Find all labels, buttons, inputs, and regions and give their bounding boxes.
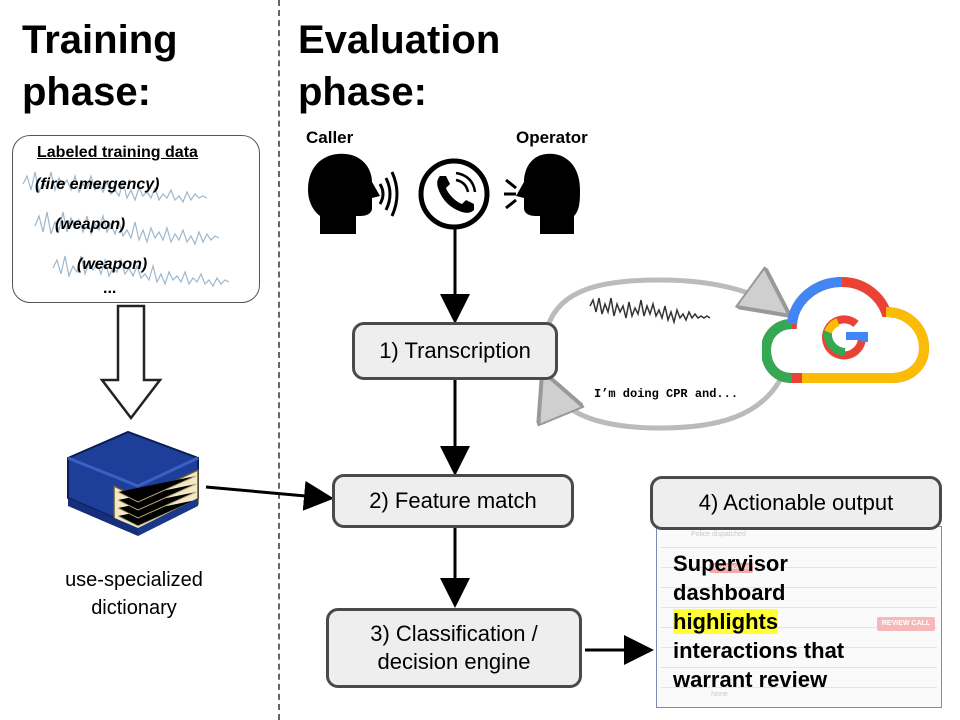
dictionary-label-line1: use-specialized [65, 569, 203, 591]
labeled-training-data-box: Labeled training data (fire emergency) (… [12, 135, 260, 303]
dashboard-caption-highlight: highlights [673, 609, 779, 634]
evaluation-heading-line2: phase: [298, 70, 427, 114]
dashboard-row-status: None [711, 691, 728, 698]
google-cloud-icon [762, 276, 930, 383]
actionable-output-step-label: 4) Actionable output [698, 490, 894, 515]
actionable-output-step: 4) Actionable output [650, 476, 942, 530]
training-ellipsis: ... [103, 280, 117, 297]
waveform-2 [34, 211, 220, 246]
dashboard-row [661, 551, 937, 568]
classification-step-label-line1: 3) Classification / [370, 621, 538, 646]
dashboard-caption-line2: dashboard [673, 580, 786, 605]
cloud-to-transcript-arrow [546, 380, 783, 431]
book-icon [67, 430, 199, 536]
phase-divider [278, 0, 280, 720]
training-to-dictionary-arrow [99, 304, 163, 421]
dictionary-label: use-specialized dictionary [34, 566, 234, 622]
training-heading-line1: Training [22, 18, 178, 62]
supervisor-dashboard-screenshot: Police dispatched None Ambulance sent RE… [656, 526, 942, 708]
audio-waveforms [22, 171, 230, 288]
training-phase-heading: Training phase: [22, 14, 178, 118]
waveform-3 [52, 255, 230, 288]
dashboard-caption: Supervisor dashboard highlights interact… [673, 549, 844, 694]
dictionary-label-line2: dictionary [91, 597, 177, 619]
caller-label: Caller [306, 128, 354, 147]
audio-to-cloud-arrow [545, 280, 782, 327]
dashboard-row [661, 571, 937, 588]
dictionary-to-feature-arrow [205, 480, 334, 511]
dashboard-caption-line1: Supervisor [673, 551, 788, 576]
dashboard-row [661, 611, 937, 628]
transcription-step-label: 1) Transcription [379, 338, 531, 363]
waveform-1 [22, 171, 208, 204]
dashboard-row [661, 671, 937, 688]
operator-speaking-icon [504, 153, 580, 234]
ambulance-sent-tag: Ambulance sent [709, 563, 753, 573]
phone-icon [418, 158, 490, 230]
dashboard-caption-line4: interactions that [673, 638, 845, 663]
training-label-weapon-1: (weapon) [55, 216, 126, 233]
dashboard-row: Police dispatched [661, 531, 937, 548]
dashboard-row: None [661, 691, 937, 707]
audio-waveform [589, 297, 711, 325]
training-label-fire: (fire emergency) [35, 176, 160, 193]
dashboard-row [661, 591, 937, 608]
dashboard-row-status: Police dispatched [691, 531, 746, 538]
evaluation-phase-heading: Evaluation phase: [298, 14, 500, 118]
feature-match-step-label: 2) Feature match [369, 488, 537, 513]
dashboard-caption-line5: warrant review [673, 667, 828, 692]
training-data-title: Labeled training data [37, 144, 198, 161]
dashboard-row [661, 631, 937, 648]
classification-step-label-line2: decision engine [377, 649, 531, 674]
operator-label: Operator [516, 128, 588, 147]
training-label-weapon-2: (weapon) [77, 256, 148, 273]
feature-match-step: 2) Feature match [332, 474, 574, 528]
transcription-step: 1) Transcription [352, 322, 558, 380]
training-heading-line2: phase: [22, 70, 151, 114]
caller-speaking-icon [308, 153, 399, 234]
dashboard-row [661, 651, 937, 668]
evaluation-heading-line1: Evaluation [298, 18, 501, 62]
transcript-snippet: I’m doing CPR and... [594, 387, 739, 401]
classification-step: 3) Classification / decision engine [326, 608, 582, 688]
review-call-button[interactable]: REVIEW CALL [877, 617, 935, 631]
